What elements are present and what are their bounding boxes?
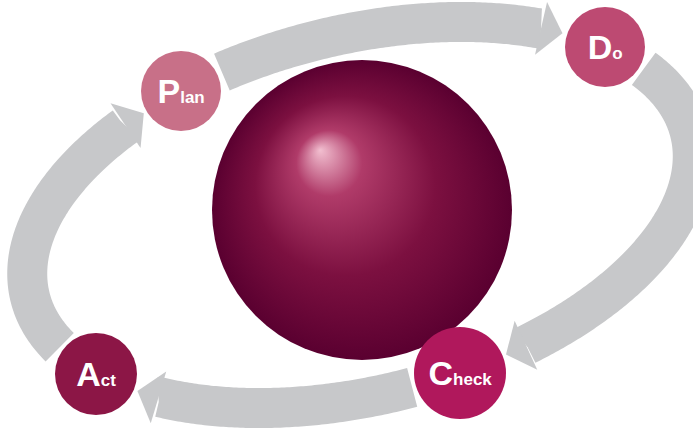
cycle-arrow [137, 371, 412, 423]
step-circle-fill [565, 7, 645, 87]
cycle-step-circle: Plan [141, 51, 221, 131]
chevron-head [506, 321, 537, 370]
chevron-head [535, 2, 562, 55]
ring-segment [27, 126, 125, 348]
ring-segment [158, 387, 412, 408]
chevron-head [110, 103, 143, 148]
step-label: Do [588, 30, 623, 64]
cycle-arrow [506, 69, 693, 370]
cycle-step-circle: Act [55, 333, 137, 415]
step-label: Check [429, 356, 492, 390]
center-sphere [212, 60, 512, 360]
cycle-arrow [27, 103, 144, 347]
step-label: Act [76, 357, 116, 391]
cycle-arrow [222, 2, 563, 72]
step-circle-fill [141, 51, 221, 131]
step-circle-fill [55, 333, 137, 415]
cycle-step-circle: Check [414, 327, 506, 419]
step-label: Plan [157, 74, 204, 108]
cycle-step-circle: Do [565, 7, 645, 87]
chevron-head [137, 371, 166, 423]
step-circle-fill [414, 327, 506, 419]
ring-segment [526, 69, 693, 345]
